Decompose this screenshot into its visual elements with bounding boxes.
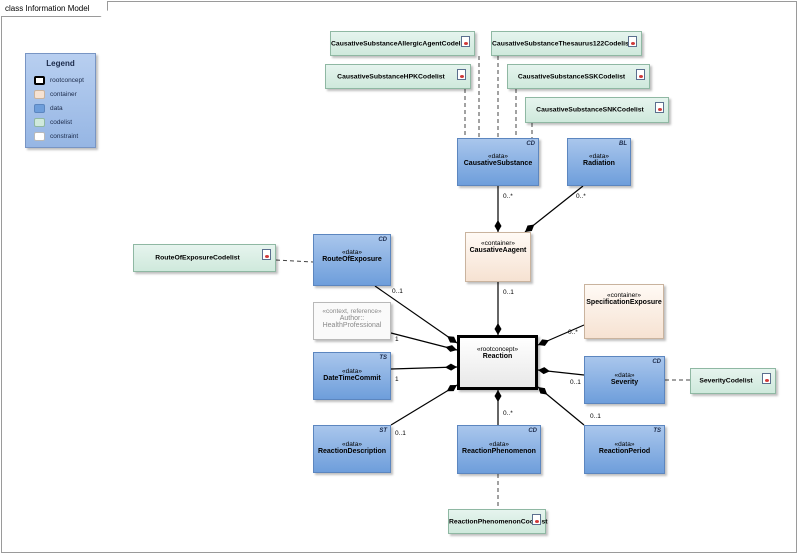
codelist-hpk[interactable]: CausativeSubstanceHPKCodelist [325, 64, 471, 89]
route-codelist-link [275, 259, 314, 263]
codelist-icon [636, 69, 645, 80]
severity-link [537, 367, 585, 376]
multiplicity-severity: 0..1 [570, 379, 581, 386]
reaction-description-link [390, 384, 458, 426]
node-author[interactable]: «context, reference» Author:: HealthProf… [313, 302, 391, 340]
node-route-of-exposure[interactable]: CD «data» RouteOfExposure [313, 234, 391, 286]
multiplicity-author: 1 [395, 336, 399, 343]
multiplicity-reaction-phenomenon: 0..* [503, 410, 513, 417]
legend-swatch-codelist [34, 118, 45, 127]
codelist-phenomenon[interactable]: ReactionPhenomenonCodelist [448, 509, 548, 534]
route-of-exposure-link [374, 285, 458, 344]
node-severity[interactable]: CD «data» Severity [584, 356, 665, 404]
node-causative-agent[interactable]: «container» CausativeAagent [465, 232, 531, 282]
codelist-allergic-agent[interactable]: CausativeSubstanceAllergicAgentCodelist [330, 31, 475, 56]
legend: Legend rootconcept container data codeli… [25, 53, 96, 148]
date-time-commit-link [390, 363, 458, 371]
multiplicity-radiation: 0..* [576, 193, 586, 200]
multiplicity-route-of-exposure: 0..1 [392, 288, 403, 295]
legend-swatch-constraint [34, 132, 45, 141]
multiplicity-specification-exposure: 0..* [568, 329, 578, 336]
codelist-icon [262, 249, 271, 260]
multiplicity-reaction-period: 0..1 [590, 413, 601, 420]
codelist-icon [628, 36, 637, 47]
author-link [390, 332, 458, 352]
codelist-icon [457, 69, 466, 80]
legend-swatch-data [34, 104, 45, 113]
radiation-link [524, 185, 584, 233]
legend-title: Legend [46, 59, 75, 68]
codelist-icon [532, 514, 541, 525]
reaction-period-link [537, 386, 585, 426]
codelist-icon [461, 36, 470, 47]
codelist-thesaurus[interactable]: CausativeSubstanceThesaurus122Codelist [491, 31, 642, 56]
multiplicity-causative-substance: 0..* [503, 193, 513, 200]
diagram-title: class Information Model [1, 1, 108, 17]
codelist-icon [655, 102, 664, 113]
node-reaction-period[interactable]: TS «data» ReactionPeriod [584, 425, 665, 474]
multiplicity-causative-agent: 0..1 [503, 289, 514, 296]
codelist-ssk[interactable]: CausativeSubstanceSSKCodelist [507, 64, 650, 89]
codelist-snk[interactable]: CausativeSubstanceSNKCodelist [525, 97, 669, 123]
codelist-route[interactable]: RouteOfExposureCodelist [133, 244, 276, 272]
node-causative-substance[interactable]: CD «data» CausativeSubstance [457, 138, 539, 186]
legend-swatch-container [34, 90, 45, 99]
node-radiation[interactable]: BL «data» Radiation [567, 138, 631, 186]
specification-exposure-link [537, 324, 585, 346]
multiplicity-reaction-description: 0..1 [395, 430, 406, 437]
legend-swatch-rootconcept [34, 76, 45, 85]
node-specification-exposure[interactable]: «container» SpecificationExposure [584, 284, 664, 339]
codelist-icon [762, 373, 771, 384]
node-reaction[interactable]: «rootconcept» Reaction [457, 335, 538, 390]
multiplicity-date-time-commit: 1 [395, 376, 399, 383]
node-reaction-phenomenon[interactable]: CD «data» ReactionPhenomenon [457, 425, 541, 474]
node-date-time-commit[interactable]: TS «data» DateTimeCommit [313, 352, 391, 400]
codelist-severity[interactable]: SeverityCodelist [690, 368, 776, 394]
node-reaction-description[interactable]: ST «data» ReactionDescription [313, 425, 391, 473]
